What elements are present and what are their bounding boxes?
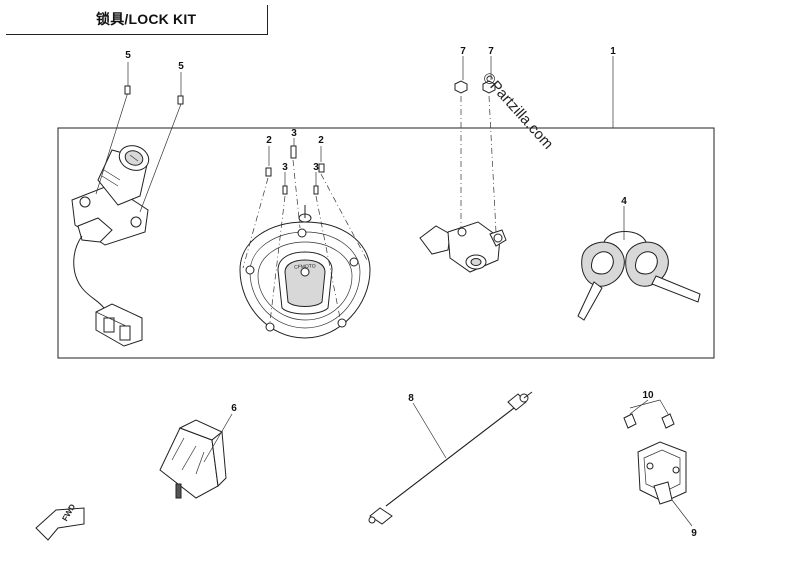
- callout-4: 4: [621, 196, 627, 207]
- seat-lock: [419, 221, 507, 273]
- callout-5b: 5: [178, 61, 184, 72]
- watermark: ©Partzilla.com: [479, 69, 556, 152]
- bracket-part-6: [159, 419, 227, 499]
- callout-10: 10: [642, 390, 654, 401]
- cable-part-8: [368, 391, 533, 525]
- kit-outline: [57, 127, 715, 359]
- title-box: [6, 5, 268, 35]
- callout-numbers: 5 5 2 3 2 3 3 7 7 1 4 6 8 10 9: [125, 46, 697, 539]
- latch-part-9: [637, 441, 687, 505]
- callout-7b: 7: [488, 46, 494, 57]
- svg-text:CFMOTO: CFMOTO: [294, 263, 316, 270]
- fuel-cap: CFMOTO: [239, 205, 371, 339]
- callout-5a: 5: [125, 50, 131, 61]
- callout-2a: 2: [266, 135, 272, 146]
- callout-6: 6: [231, 403, 237, 414]
- diagram-title: 锁具/LOCK KIT: [96, 11, 197, 27]
- leader-lines: [95, 56, 693, 527]
- callout-7a: 7: [460, 46, 466, 57]
- fuel-cap-screws: [242, 145, 369, 323]
- callout-2b: 2: [318, 135, 324, 146]
- ignition-switch: [71, 145, 150, 347]
- key-set: [577, 231, 701, 321]
- callout-3c: 3: [313, 162, 319, 173]
- callout-1: 1: [610, 46, 616, 57]
- small-screws-5: [124, 85, 184, 105]
- callout-3a: 3: [291, 128, 297, 139]
- seat-lock-nuts: [454, 80, 497, 233]
- callout-8: 8: [408, 393, 414, 404]
- latch-screws: [623, 413, 675, 429]
- callout-3b: 3: [282, 162, 288, 173]
- forward-arrow: FWD: [35, 502, 85, 541]
- callout-9: 9: [691, 528, 697, 539]
